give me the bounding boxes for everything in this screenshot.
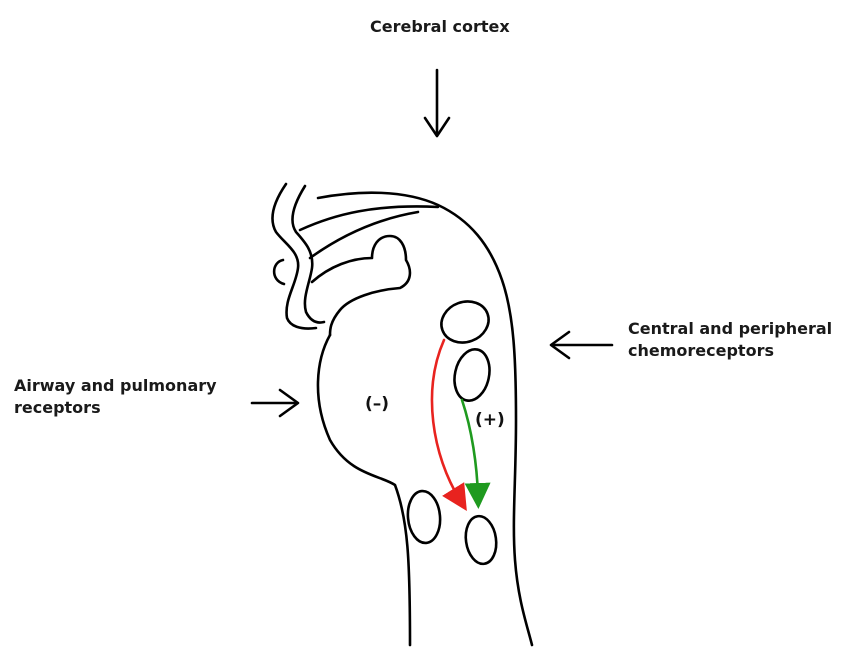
left-ear	[274, 260, 284, 284]
pontine-nucleus-lower	[450, 346, 494, 404]
cerebellum-wave-inner	[293, 186, 324, 323]
cerebral-cortex-label: Cerebral cortex	[370, 16, 510, 37]
pulmonary-receptors-label-line1: Airway and pulmonary	[14, 375, 217, 396]
chemoreceptors-label-line1: Central and peripheral	[628, 318, 832, 339]
pulmonary-input-arrow	[252, 390, 298, 416]
cortex-input-arrow	[425, 70, 449, 136]
chemoreceptors-label-line2: chemoreceptors	[628, 340, 774, 361]
inhibitory-pathway-arrow	[432, 340, 460, 500]
medullary-nucleus-left	[406, 490, 442, 545]
medullary-nucleus-right	[463, 514, 499, 566]
chemoreceptor-input-arrow	[551, 332, 612, 358]
tectum-bump	[312, 236, 410, 335]
inhibitory-sign: (–)	[365, 394, 389, 414]
pulmonary-receptors-label-line2: receptors	[14, 397, 101, 418]
excitatory-sign: (+)	[475, 410, 505, 430]
